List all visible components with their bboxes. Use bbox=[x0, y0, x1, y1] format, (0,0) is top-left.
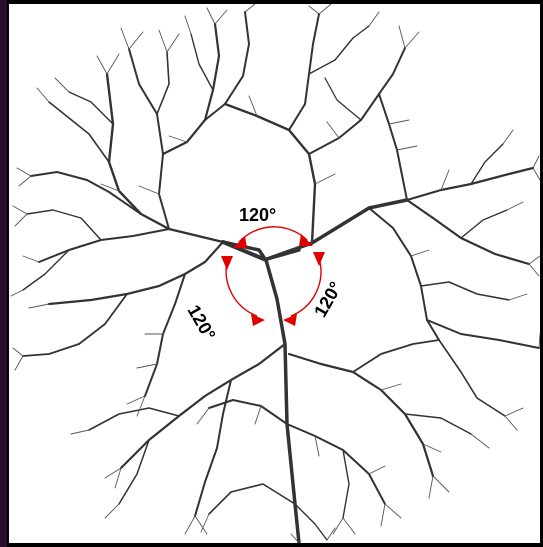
twigs-top bbox=[97, 4, 419, 74]
diagram-canvas: 120° 120° 120° bbox=[9, 4, 540, 543]
branch-bottom-left-2 bbox=[209, 400, 287, 424]
branch-left-lower-2 bbox=[39, 229, 169, 262]
arrowhead-left-top bbox=[221, 256, 233, 270]
branch-left-lower-5 bbox=[27, 210, 101, 240]
branch-bottom-right-2 bbox=[287, 424, 385, 504]
arrowhead-right-bottom bbox=[283, 314, 297, 326]
branch-right-5 bbox=[471, 144, 503, 184]
branch-left-lower-1 bbox=[49, 242, 223, 304]
branching-network-svg bbox=[9, 4, 540, 543]
branch-top-center-3 bbox=[191, 34, 213, 90]
trunk-bottom bbox=[266, 260, 299, 543]
branch-left-lower-3 bbox=[145, 274, 185, 396]
branch-top-center-1 bbox=[163, 24, 219, 154]
branch-top-left-2 bbox=[129, 49, 169, 229]
branch-left-lower-6 bbox=[23, 250, 69, 290]
branch-bottom-right-3 bbox=[353, 340, 439, 372]
angle-label-top: 120° bbox=[239, 206, 276, 224]
arrowhead-top-left bbox=[233, 236, 247, 248]
twigs-left bbox=[11, 78, 69, 370]
branch-right-4 bbox=[427, 320, 539, 348]
branch-right-8 bbox=[439, 340, 505, 416]
branch-right-1 bbox=[407, 168, 533, 200]
left-border-strip bbox=[0, 0, 7, 547]
branch-top-right-4 bbox=[325, 78, 361, 120]
branch-bottom-center-1 bbox=[209, 484, 295, 514]
branch-left-lower-4 bbox=[23, 294, 127, 356]
branch-bottom-left-5 bbox=[119, 440, 149, 504]
branch-top-right-1 bbox=[289, 14, 319, 130]
branch-network bbox=[23, 12, 539, 543]
branch-top-right-2 bbox=[309, 48, 405, 154]
branch-top-right-3 bbox=[309, 26, 369, 74]
branch-bottom-right-5 bbox=[343, 450, 349, 518]
branch-right-6 bbox=[461, 210, 507, 238]
branch-left-3 bbox=[69, 92, 113, 124]
twigs-bottom bbox=[71, 430, 449, 543]
arrowhead-right-top bbox=[313, 252, 325, 266]
arrowhead-left-bottom bbox=[251, 314, 265, 326]
branch-right-7 bbox=[421, 282, 509, 300]
branch-right-upper-1 bbox=[379, 94, 407, 200]
arc-left bbox=[226, 262, 257, 316]
branch-top-left-3 bbox=[157, 52, 169, 114]
arrowhead-top-right bbox=[299, 234, 313, 246]
branch-left-1 bbox=[31, 172, 141, 214]
fine-twigs bbox=[11, 4, 540, 543]
arc-top bbox=[239, 227, 307, 242]
